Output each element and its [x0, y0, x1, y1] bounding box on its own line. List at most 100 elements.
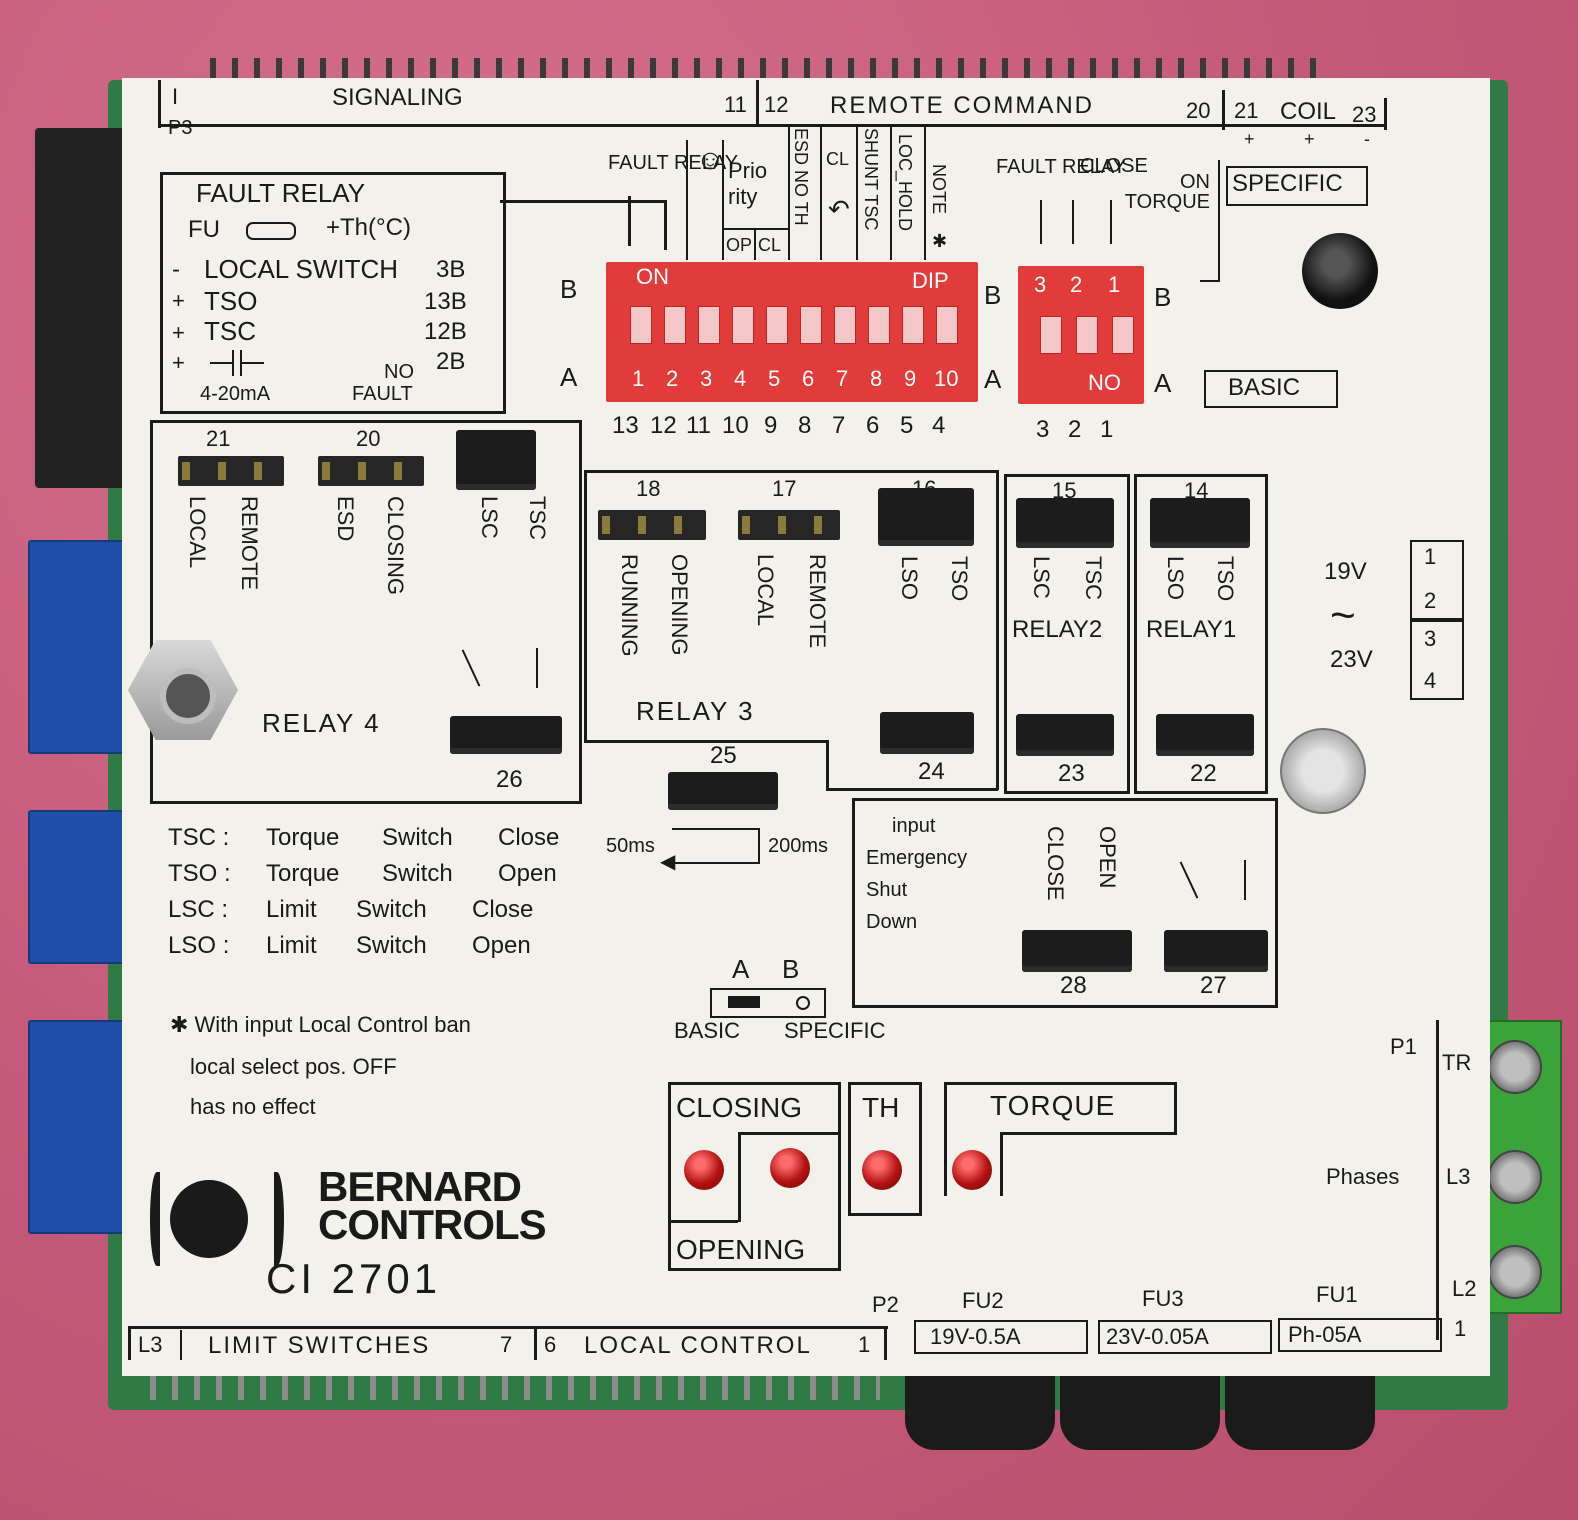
dip1-num-2: 2: [666, 366, 679, 391]
header-18[interactable]: [598, 510, 706, 540]
jumper-14[interactable]: [1150, 498, 1250, 548]
fu2-label: FU2: [962, 1288, 1004, 1313]
opening-led: [770, 1148, 810, 1188]
dip2-sw-1[interactable]: [1112, 316, 1134, 354]
esd-open-label: OPEN: [1095, 826, 1120, 889]
header-21[interactable]: [178, 456, 284, 486]
p2-label: P2: [872, 1292, 899, 1317]
legend-word: Switch: [382, 824, 453, 851]
fault-relay-title: FAULT RELAY: [196, 178, 366, 208]
remote-label-17: REMOTE: [805, 554, 830, 649]
jumper-23[interactable]: [1016, 714, 1114, 756]
jumper-25[interactable]: [668, 772, 778, 810]
tsc-label-15: TSC: [1081, 556, 1106, 600]
p1-label: P1: [1390, 1034, 1417, 1059]
200ms-label: 200ms: [768, 835, 829, 857]
power-conn-3-4: [1410, 620, 1464, 700]
jumper-22[interactable]: [1156, 714, 1254, 756]
lso-label-16: LSO: [897, 556, 922, 601]
jumper-15-label: 15: [1052, 478, 1077, 503]
dip2-sw-2[interactable]: [1076, 316, 1098, 354]
dip1-pin-13: 13: [612, 412, 639, 439]
pin-20-label: 20: [1186, 98, 1211, 123]
dip1-pin-5: 5: [900, 412, 914, 439]
coil-minus: -: [1364, 129, 1370, 149]
tso-plus: +: [172, 288, 185, 313]
relay-1-label: RELAY1: [1146, 616, 1237, 643]
opening-label-18: OPENING: [667, 554, 692, 656]
dip1-sw-9[interactable]: [902, 306, 924, 344]
dip2-no-label: NO: [1088, 370, 1121, 395]
coil-plus-1: +: [1244, 129, 1255, 149]
dip2-sw-3[interactable]: [1040, 316, 1062, 354]
pin-21-label: 21: [1234, 98, 1259, 123]
dip1-pin-10: 10: [722, 412, 749, 439]
dip1-sw-1[interactable]: [630, 306, 652, 344]
dip1-sw-6[interactable]: [800, 306, 822, 344]
note-label: NOTE: [929, 164, 949, 215]
tsc-label: TSC: [204, 316, 256, 346]
dip1-sw-10[interactable]: [936, 306, 958, 344]
header-17[interactable]: [738, 510, 840, 540]
jumper-18-label: 18: [636, 476, 661, 501]
50ms-label: 50ms: [606, 835, 655, 857]
limit-switches-label: LIMIT SWITCHES: [208, 1332, 431, 1359]
th-indicator-box: [848, 1082, 922, 1216]
heater-icon: ☺: [696, 144, 725, 175]
mode-slide-knob[interactable]: [728, 996, 760, 1008]
specific-label: SPECIFIC: [1232, 170, 1343, 197]
jumper-22-label: 22: [1190, 760, 1217, 787]
cl2-label: CL: [826, 149, 850, 169]
esd-no-th-label: ESD NO TH: [791, 128, 811, 226]
jumper-17-label: 17: [772, 476, 797, 501]
fuse-holder-fu3: [1060, 1370, 1220, 1450]
dip1-pin-12: 12: [650, 412, 677, 439]
jumper-15[interactable]: [1016, 498, 1114, 548]
tso-label-14: TSO: [1213, 556, 1238, 602]
dip1-sw-3[interactable]: [698, 306, 720, 344]
dip1-sw-5[interactable]: [766, 306, 788, 344]
dip1-row-b-right: B: [984, 280, 1002, 310]
terminal-screw-tr: [1488, 1040, 1542, 1094]
jumper-19[interactable]: [456, 430, 536, 490]
jumper-16[interactable]: [878, 488, 974, 546]
terminal-screw-l3: [1488, 1150, 1542, 1204]
fuse-holder-fu1: [1225, 1370, 1375, 1450]
jumper-28[interactable]: [1022, 930, 1132, 972]
priority-label-2: rity: [728, 184, 758, 209]
th-led: [862, 1150, 902, 1190]
rotate-icon: ↶: [828, 194, 850, 224]
terminal-pin-1: 1: [1454, 1316, 1467, 1341]
jumper-25-label: 25: [710, 742, 737, 769]
no-label: NO: [384, 361, 414, 383]
fu3-rating: 23V-0.05A: [1106, 1324, 1209, 1349]
relay-3-label: RELAY 3: [636, 696, 755, 726]
dip-fault-relay-label: FAULT RELAY: [608, 152, 739, 174]
arrow-left-icon: ◀: [660, 851, 676, 873]
dip1-pin-4: 4: [932, 412, 946, 439]
note-line-1: ✱ With input Local Control ban: [170, 1012, 471, 1037]
fuse-symbol: [246, 222, 296, 240]
legend-word: Torque: [266, 860, 340, 887]
legend-abbr: TSO :: [168, 860, 231, 887]
jumper-14-label: 14: [1184, 478, 1209, 503]
dip1-num-8: 8: [870, 366, 883, 391]
dip1-sw-4[interactable]: [732, 306, 754, 344]
l2-terminal-label: L2: [1452, 1276, 1477, 1301]
jumper-26[interactable]: [450, 716, 562, 754]
dip1-row-a-right: A: [984, 364, 1002, 394]
pin-23-label: 23: [1352, 102, 1377, 127]
header-20[interactable]: [318, 456, 424, 486]
dip1-pin-11: 11: [686, 412, 711, 439]
dip2-close-label: CLOSE: [1080, 155, 1148, 177]
legend-word: Open: [498, 860, 557, 887]
legend-word: Switch: [356, 896, 427, 923]
mode-slide-switch[interactable]: [710, 988, 826, 1018]
jumper-27[interactable]: [1164, 930, 1268, 972]
dip1-sw-8[interactable]: [868, 306, 890, 344]
dip2-num-1: 1: [1108, 272, 1121, 297]
capacitor: [1302, 233, 1378, 309]
jumper-24[interactable]: [880, 712, 974, 754]
dip1-sw-2[interactable]: [664, 306, 686, 344]
dip1-sw-7[interactable]: [834, 306, 856, 344]
